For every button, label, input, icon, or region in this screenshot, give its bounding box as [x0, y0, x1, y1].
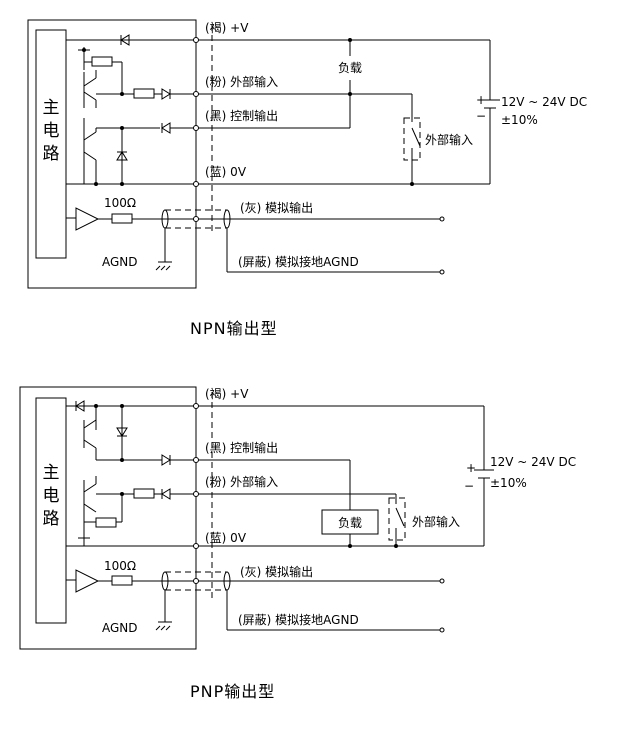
npn-label-agnd: (屏蔽) 模拟接地AGND	[238, 254, 359, 269]
npn-terminal-ext	[193, 91, 199, 97]
npn-diagram: 主 电 路 (褐) +V (粉) 外部输入	[27, 19, 587, 338]
npn-ext-input-label: 外部输入	[425, 132, 473, 147]
pnp-amp	[75, 569, 100, 593]
npn-resistor-in	[91, 56, 113, 67]
npn-label-0v: (蓝) 0V	[205, 165, 247, 179]
pnp-terminal-ctrl	[193, 457, 199, 463]
npn-tolerance: ±10%	[501, 113, 538, 127]
pnp-title: PNP输出型	[190, 682, 275, 701]
pnp-ext-input-label: 外部输入	[412, 514, 460, 529]
npn-amp	[75, 207, 100, 231]
npn-terminal-analog	[193, 216, 199, 222]
pnp-resistor-ext	[133, 488, 155, 499]
pnp-main-char-2: 电	[43, 486, 60, 506]
pnp-label-agnd: (屏蔽) 模拟接地AGND	[238, 612, 359, 627]
pnp-minus: −	[464, 479, 474, 493]
npn-resistor-label: 100Ω	[104, 196, 136, 210]
pnp-label-ext: (粉) 外部输入	[205, 474, 278, 489]
npn-title: NPN输出型	[190, 319, 278, 338]
pnp-supply: 12V ~ 24V DC	[490, 455, 576, 469]
pnp-resistor-label: 100Ω	[104, 559, 136, 573]
pnp-switch	[395, 507, 405, 527]
pnp-terminal-v	[193, 403, 199, 409]
pnp-terminal-ext	[193, 491, 199, 497]
npn-resistor-ext	[133, 88, 155, 99]
pnp-label-ctrl: (黑) 控制输出	[205, 440, 278, 455]
npn-label-ext: (粉) 外部输入	[205, 74, 278, 89]
pnp-label-analog: (灰) 模拟输出	[240, 564, 313, 579]
pnp-tolerance: ±10%	[490, 476, 527, 490]
npn-label-analog: (灰) 模拟输出	[240, 200, 313, 215]
npn-agnd-label: AGND	[102, 255, 138, 269]
pnp-label-0v: (蓝) 0V	[205, 531, 247, 545]
pnp-switch-box	[388, 497, 406, 541]
npn-supply: 12V ~ 24V DC	[501, 95, 587, 109]
npn-plus: +	[476, 93, 486, 107]
npn-resistor-analog	[111, 213, 133, 224]
npn-terminal-v	[193, 37, 199, 43]
pnp-label-v: (褐) +V	[205, 386, 249, 401]
npn-main-char-2: 电	[43, 121, 60, 141]
pnp-agnd-label: AGND	[102, 621, 138, 635]
npn-minus: −	[476, 109, 486, 123]
pnp-main-char-3: 路	[43, 509, 60, 529]
npn-terminal-ctrl	[193, 125, 199, 131]
npn-switch	[411, 127, 421, 147]
npn-sensor-box	[27, 19, 197, 289]
npn-label-ctrl: (黑) 控制输出	[205, 108, 278, 123]
pnp-terminal-analog	[193, 578, 199, 584]
npn-main-char-3: 路	[43, 144, 60, 164]
npn-label-v: (褐) +V	[205, 20, 249, 35]
pnp-diagram: 主 电 路 (褐) +V (黑) 控制输出	[19, 386, 576, 701]
pnp-resistor-in	[95, 517, 117, 528]
pnp-terminal-0v	[193, 543, 199, 549]
pnp-resistor-analog	[111, 575, 133, 586]
pnp-load-label: 负载	[338, 516, 362, 530]
npn-diode-v	[120, 34, 130, 46]
pnp-main-circuit-block	[35, 397, 67, 624]
npn-main-char-1: 主	[43, 98, 60, 118]
pnp-sensor-box	[19, 386, 197, 650]
pnp-plus: +	[466, 461, 476, 475]
pnp-main-char-1: 主	[43, 463, 60, 483]
npn-main-circuit-block	[35, 29, 67, 259]
npn-load-label: 负载	[338, 61, 362, 75]
npn-terminal-0v	[193, 181, 199, 187]
